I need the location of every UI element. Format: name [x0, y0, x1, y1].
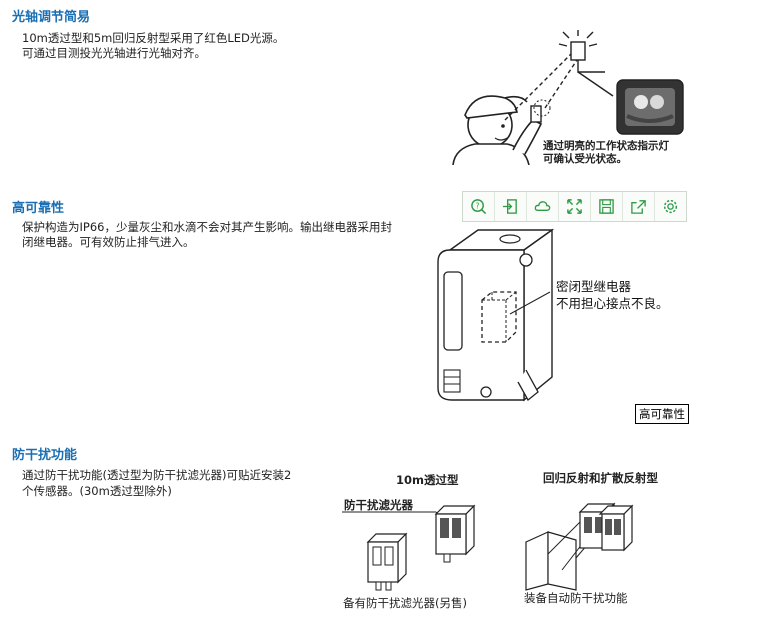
section-text-line-1: 通过防干扰功能(透过型为防干扰滤光器)可贴近安装2	[22, 468, 292, 482]
fig-caption-reflective: 装备自动防干扰功能	[524, 591, 628, 605]
filter-label: 防干扰滤光器	[344, 498, 413, 512]
fig-caption-thru-beam: 备有防干扰滤光器(另售)	[343, 596, 467, 610]
save-icon[interactable]	[591, 192, 623, 221]
section-heading-anti-interference: 防干扰功能	[12, 448, 78, 463]
section-text-line-2: 个传感器。(30m透过型除外)	[22, 484, 172, 498]
share-icon[interactable]	[623, 192, 655, 221]
fig-title-reflective: 回归反射和扩散反射型	[543, 471, 658, 485]
relay-callout-line-2: 不用担心接点不良。	[556, 296, 669, 311]
svg-text:?: ?	[476, 201, 480, 210]
thru-beam-figure	[342, 504, 476, 591]
section-heading-reliability: 高可靠性	[12, 201, 65, 216]
section-text-line-2: 闭继电器。可有效防止排气进入。	[22, 235, 195, 249]
cloud-icon[interactable]	[527, 192, 559, 221]
image-toolbar: ?	[462, 191, 687, 222]
alignment-illustration: 通过明亮的工作状态指示灯 可确认受光状态。	[452, 30, 684, 165]
indicator-callout-line-1: 通过明亮的工作状态指示灯	[543, 139, 669, 152]
zoom-icon[interactable]: ?	[463, 192, 495, 221]
section-text-line-1: 10m透过型和5m回归反射型采用了红色LED光源。	[22, 31, 285, 45]
reflective-figure	[525, 502, 634, 591]
section-text-line-2: 可通过目测投光光轴进行光轴对齐。	[22, 46, 206, 60]
reliability-badge: 高可靠性	[635, 404, 689, 424]
indicator-callout-line-2: 可确认受光状态。	[543, 152, 627, 165]
import-icon[interactable]	[495, 192, 527, 221]
fig-title-thru-beam: 10m透过型	[396, 473, 459, 487]
sealed-relay-illustration: 密闭型继电器 不用担心接点不良。	[437, 228, 669, 402]
section-heading-easy-alignment: 光轴调节简易	[12, 10, 91, 25]
settings-icon[interactable]	[655, 192, 686, 221]
relay-callout-line-1: 密闭型继电器	[556, 279, 632, 294]
expand-icon[interactable]	[559, 192, 591, 221]
section-text-line-1: 保护构造为IP66，少量灰尘和水滴不会对其产生影响。输出继电器采用封	[22, 220, 392, 234]
